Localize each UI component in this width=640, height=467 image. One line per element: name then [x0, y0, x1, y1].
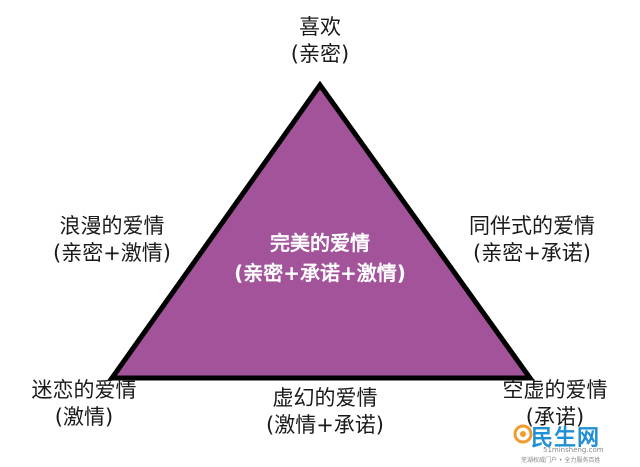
left-edge-label: 浪漫的爱情 (亲密+激情) — [22, 213, 202, 267]
top-vertex-components: (亲密) — [290, 42, 350, 66]
right-edge-title: 同伴式的爱情 — [469, 214, 595, 238]
bottom-right-vertex-label: 空虚的爱情 (承诺) — [485, 377, 625, 431]
bottom-edge-components: (激情+承诺) — [266, 413, 384, 437]
left-edge-components: (亲密+激情) — [53, 241, 171, 265]
site-watermark: 民生网 51minsheng.com 芜湖权威门户 • 全力服务百姓 — [513, 420, 635, 464]
center-title: 完美的爱情 — [270, 231, 370, 255]
top-vertex-title: 喜欢 — [299, 15, 341, 39]
top-vertex-label: 喜欢 (亲密) — [250, 14, 390, 68]
right-edge-components: (亲密+承诺) — [473, 241, 591, 265]
center-components: (亲密+承诺+激情) — [234, 261, 406, 285]
left-edge-title: 浪漫的爱情 — [59, 214, 165, 238]
center-label: 完美的爱情 (亲密+承诺+激情) — [170, 228, 470, 288]
watermark-tagline: 芜湖权威门户 • 全力服务百姓 — [521, 457, 601, 464]
bottom-left-title: 迷恋的爱情 — [31, 378, 137, 402]
watermark-domain: 51minsheng.com — [543, 446, 604, 454]
right-edge-label: 同伴式的爱情 (亲密+承诺) — [432, 213, 632, 267]
bottom-right-components: (承诺) — [525, 405, 585, 429]
bottom-edge-label: 虚幻的爱情 (激情+承诺) — [245, 385, 405, 439]
triangle-shape — [107, 80, 535, 381]
bottom-left-vertex-label: 迷恋的爱情 (激情) — [14, 377, 154, 431]
watermark-title: 民生网 — [531, 426, 601, 451]
bottom-edge-title: 虚幻的爱情 — [272, 386, 378, 410]
watermark-logo-icon — [513, 424, 533, 444]
bottom-left-components: (激情) — [54, 405, 114, 429]
bottom-right-title: 空虚的爱情 — [502, 378, 608, 402]
